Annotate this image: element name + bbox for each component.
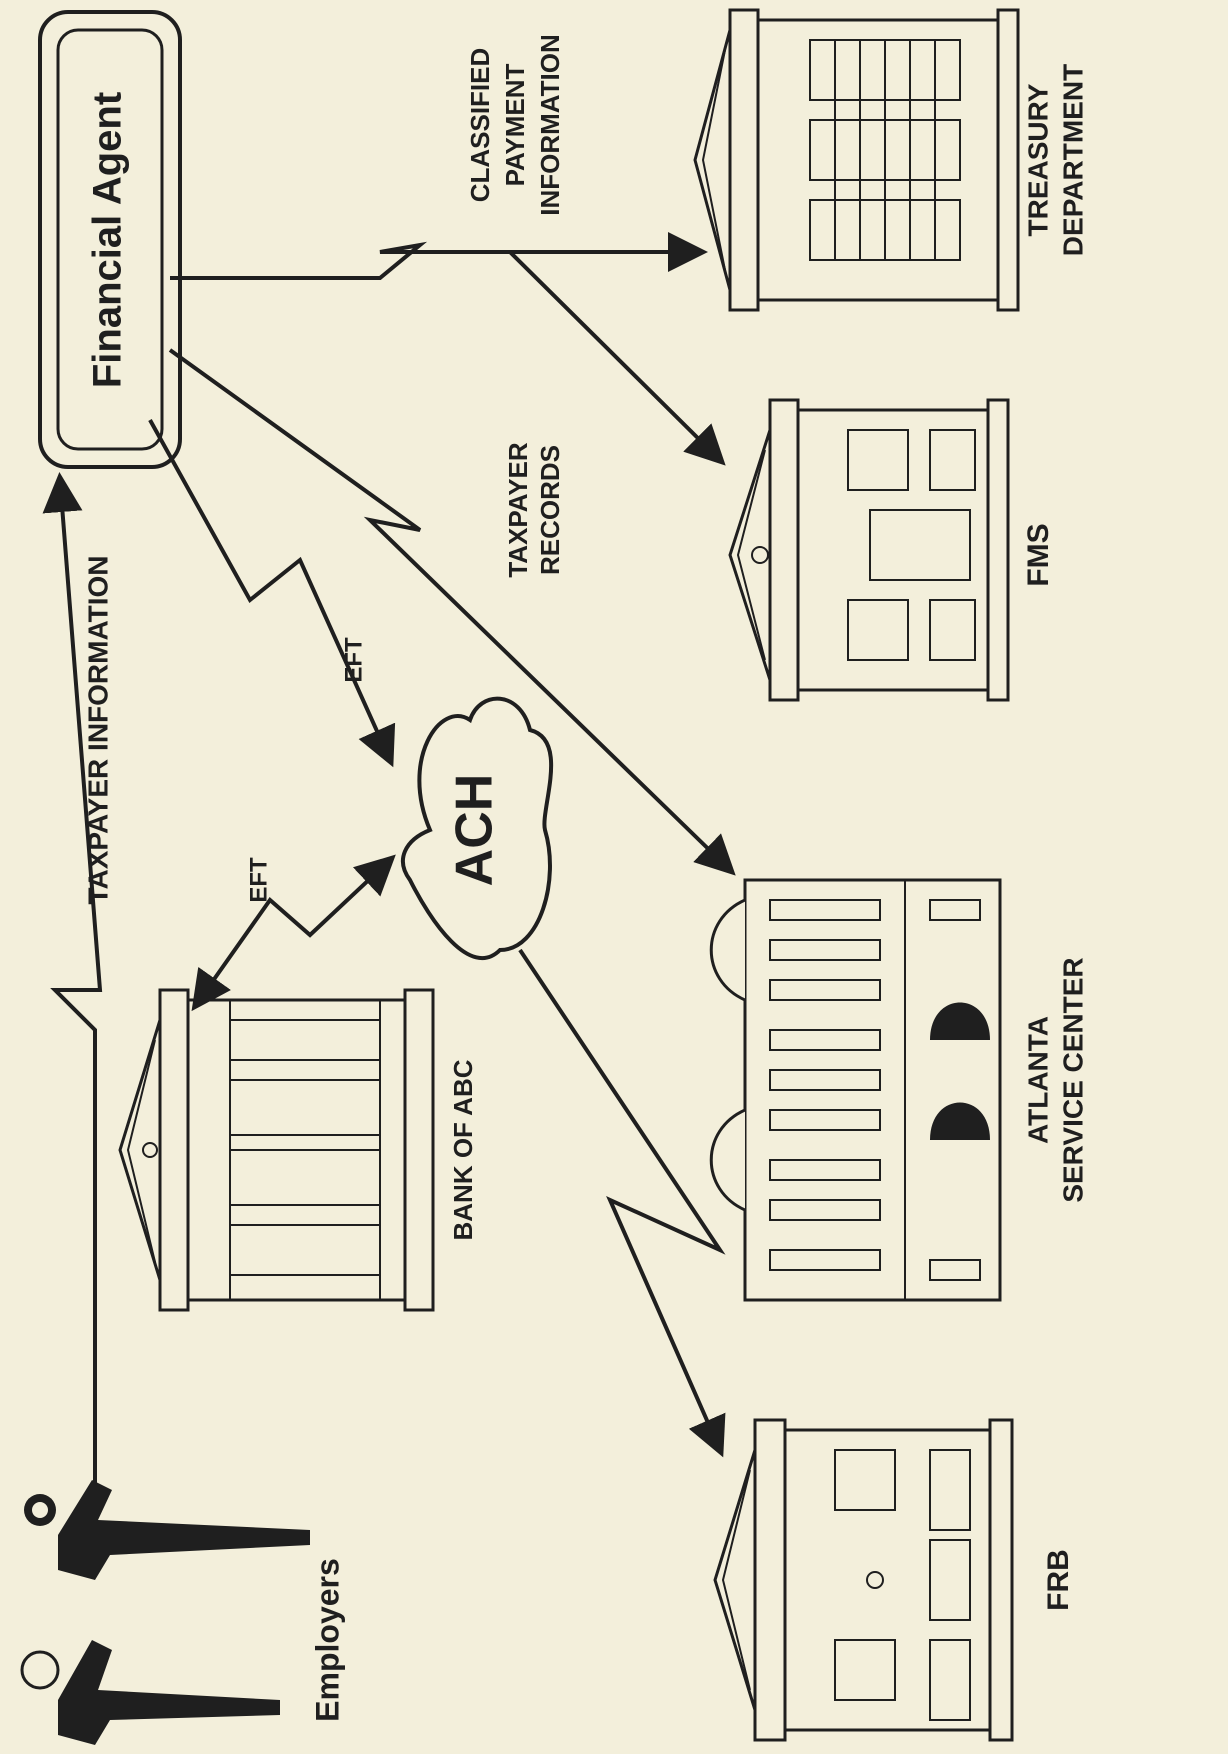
taxpayer-records-line2: RECORDS xyxy=(535,445,565,575)
employers-label: Employers xyxy=(309,1558,345,1722)
agent-to-treasury-arrow xyxy=(170,245,700,278)
atlanta-label-line2: SERVICE CENTER xyxy=(1057,957,1088,1202)
treasury-label-line1: TREASURY xyxy=(1022,83,1053,236)
eft-bank-ach-label: EFT xyxy=(245,857,272,903)
bank-of-abc-building xyxy=(120,990,433,1310)
eft-agent-ach-label: EFT xyxy=(340,637,367,683)
fms-building xyxy=(730,400,1008,700)
treasury-label-line2: DEPARTMENT xyxy=(1057,64,1088,256)
fms-label: FMS xyxy=(1022,523,1055,586)
employers-icon xyxy=(22,1480,310,1745)
treasury-department-building xyxy=(695,10,1018,310)
agent-to-fms-arrow xyxy=(510,252,720,460)
atlanta-label-line1: ATLANTA xyxy=(1022,1016,1053,1144)
financial-agent-node: Financial Agent xyxy=(40,12,180,467)
frb-label: FRB xyxy=(1042,1549,1075,1611)
classified-line2: PAYMENT xyxy=(500,63,530,186)
bank-ach-arrow xyxy=(210,860,390,985)
classified-line3: INFORMATION xyxy=(535,34,565,216)
taxpayer-records-line1: TAXPAYER xyxy=(503,442,533,578)
ach-to-frb-arrow xyxy=(520,950,720,1450)
classified-line1: CLASSIFIED xyxy=(465,48,495,203)
financial-agent-label: Financial Agent xyxy=(86,92,130,388)
agent-to-ach-arrow xyxy=(150,420,390,760)
taxpayer-information-label: TAXPAYER INFORMATION xyxy=(82,556,113,905)
frb-building xyxy=(715,1420,1012,1740)
atlanta-service-center-building xyxy=(711,880,1000,1300)
bank-of-abc-label: BANK OF ABC xyxy=(448,1059,478,1240)
ach-label: ACH xyxy=(446,774,504,887)
